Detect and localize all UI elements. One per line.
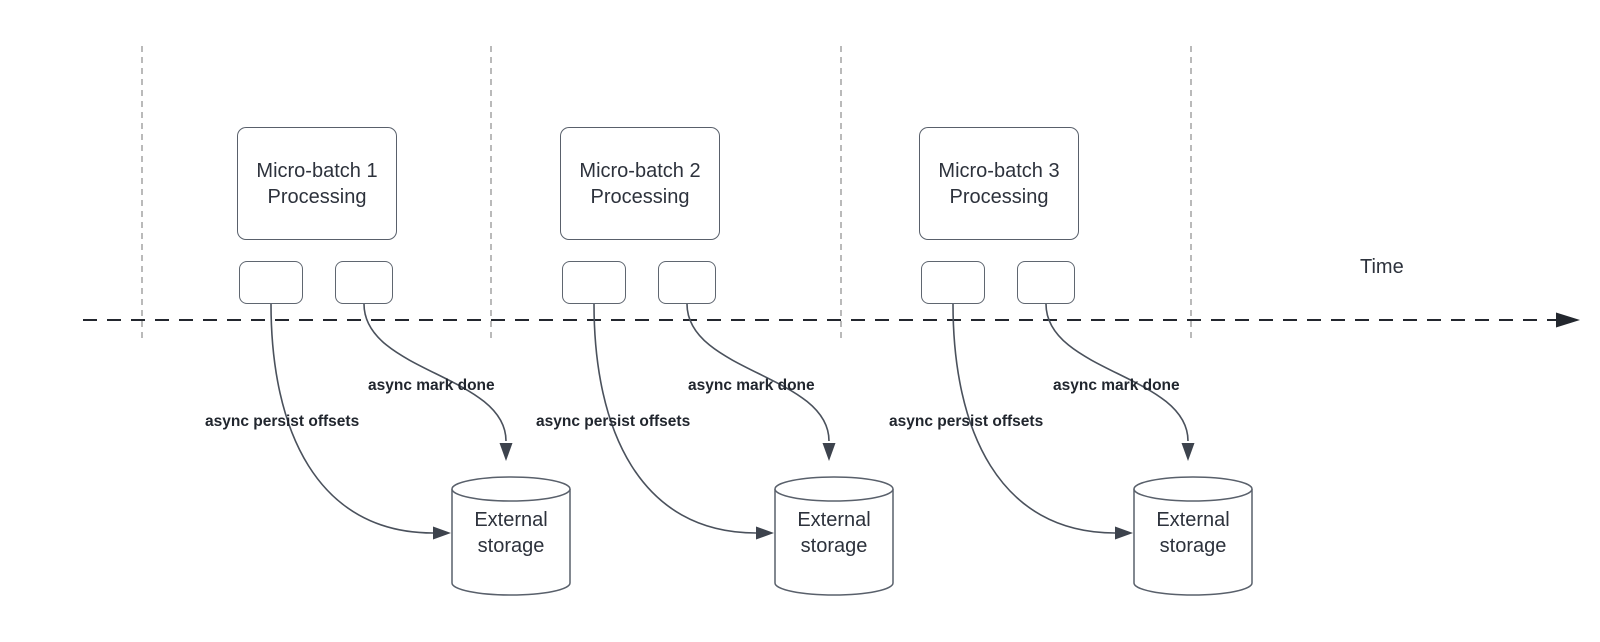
persist-offsets-arrow <box>593 303 757 534</box>
persist-offsets-arrowhead <box>433 526 451 540</box>
mark-done-arrowhead <box>499 443 513 461</box>
mark-done-arrowhead <box>1181 443 1195 461</box>
persist-offsets-arrowhead <box>1115 526 1133 540</box>
persist-offsets-arrow <box>270 303 434 534</box>
mark-done-arrow <box>686 303 830 442</box>
external-storage-cylinder-top <box>451 476 571 502</box>
mark-done-arrow <box>1045 303 1189 442</box>
mark-done-arrow <box>363 303 507 442</box>
mark-done-arrowhead <box>822 443 836 461</box>
external-storage-cylinder <box>774 489 894 596</box>
timeline-arrowhead <box>1556 312 1580 328</box>
time-axis-label: Time <box>1360 256 1404 278</box>
external-storage-cylinder <box>451 489 571 596</box>
external-storage-cylinder-top <box>1133 476 1253 502</box>
persist-offsets-arrowhead <box>756 526 774 540</box>
persist-offsets-arrow <box>952 303 1116 534</box>
external-storage-cylinder-top <box>774 476 894 502</box>
external-storage-cylinder <box>1133 489 1253 596</box>
